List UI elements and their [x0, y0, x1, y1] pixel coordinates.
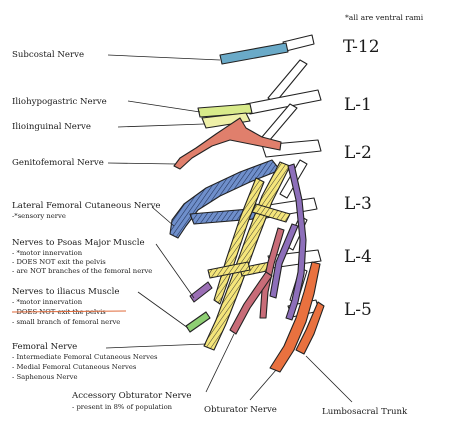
lumbosacral-l5-limb-shape [295, 301, 325, 355]
label-lfcn-line-1: -*sensory nerve [12, 212, 66, 220]
accessory-obturator-shape [259, 227, 285, 319]
label-obturator: Obturator Nerve [204, 405, 277, 415]
obturator-nerve-shape [285, 163, 307, 321]
label-iliacus-title: Nerves to iliacus Muscle [12, 287, 119, 297]
leader-femoral [105, 343, 207, 349]
label-iliacus-line-1: - *motor innervation [12, 298, 83, 306]
level-l3: L-3 [344, 194, 372, 214]
leader-iliacus [137, 291, 189, 329]
root-l1 [245, 89, 322, 115]
label-femoral-line-1: - Intermediate Femoral Cutaneous Nerves [12, 353, 158, 361]
accessory-obturator-branch-shape [229, 271, 273, 335]
label-iliacus-line-3: - small branch of femoral nerve [12, 318, 120, 326]
psoas-branch-shape [189, 281, 213, 303]
label-accessory-title: Accessory Obturator Nerve [71, 391, 192, 401]
leader-iliohypogastric [127, 100, 201, 113]
strike-through-line [11, 310, 127, 313]
leader-ilioinguinal [117, 123, 205, 128]
iliacus-branch-shape [185, 311, 211, 333]
femoral-l3-limb-shape [251, 203, 291, 223]
leader-subcostal [107, 54, 221, 61]
level-l1: L-1 [344, 95, 372, 115]
leader-lfcn [151, 206, 175, 227]
label-femoral-line-2: - Medial Femoral Cutaneous Nerves [12, 363, 137, 371]
label-subcostal: Subcostal Nerve [12, 50, 84, 60]
label-iliohypogastric: Iliohypogastric Nerve [12, 97, 107, 107]
label-psoas-title: Nerves to Psoas Major Muscle [12, 238, 145, 248]
label-genitofemoral: Genitofemoral Nerve [12, 158, 104, 168]
leader-accessory [205, 333, 235, 393]
ilioinguinal-nerve-shape [201, 112, 251, 129]
level-l4: L-4 [344, 247, 372, 267]
level-l2: L-2 [344, 143, 372, 163]
genitofemoral-nerve-shape [173, 117, 282, 170]
label-accessory-line-1: - present in 8% of population [72, 403, 173, 411]
subcostal-nerve-shape [219, 42, 289, 65]
label-lumbosacral: Lumbosacral Trunk [322, 407, 408, 417]
label-femoral-title: Femoral Nerve [12, 342, 77, 352]
lumbosacral-trunk-shape [269, 261, 321, 373]
label-lfcn-title: Lateral Femoral Cutaneous Nerve [12, 201, 161, 211]
femoral-psoas-limb-shape [207, 261, 251, 279]
level-l5: L-5 [344, 300, 372, 320]
label-psoas-line-3: - are NOT branches of the femoral nerve [12, 267, 152, 275]
label-psoas-line-2: - DOES NOT exit the pelvis [12, 258, 106, 266]
level-t12: T-12 [343, 37, 380, 57]
label-femoral-line-3: - Saphenous Nerve [12, 373, 78, 381]
label-psoas-line-1: - *motor innervation [12, 249, 83, 257]
leader-lumbosacral [305, 355, 353, 403]
leader-obturator [249, 369, 277, 401]
lfcn-upper-limb-shape [169, 159, 281, 239]
leader-psoas [155, 243, 195, 299]
ventral-rami-note: *all are ventral rami [345, 13, 424, 22]
leader-lines [105, 54, 353, 403]
obturator-l3-strand-shape [269, 223, 299, 299]
leader-genitofemoral [107, 162, 177, 165]
label-ilioinguinal: Ilioinguinal Nerve [12, 122, 91, 132]
